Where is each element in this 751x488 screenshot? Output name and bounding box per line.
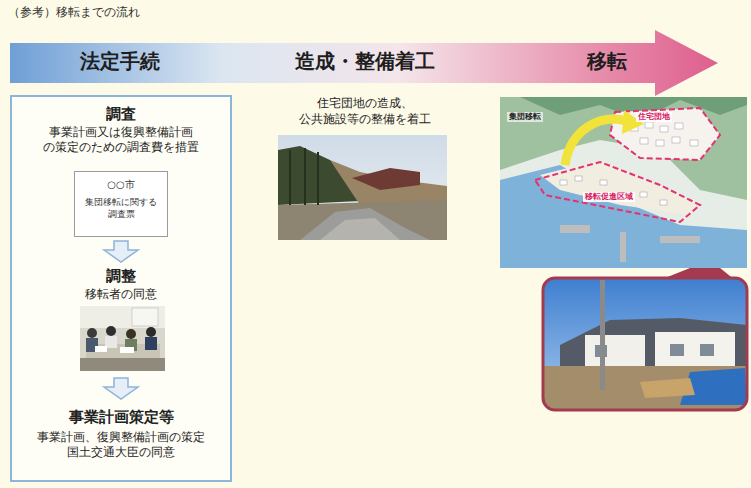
survey-form: ○○市集団移転に関する 調査票 [74,171,168,237]
procedure-panel: 調査事業計画又は復興整備計画 の策定のための調査費を措置調整移転者の同意事業計画… [10,95,232,482]
section-heading: 調整 [18,267,224,286]
section-text: 集団移転に関する 調査票 [79,196,163,220]
relocation-map [500,97,747,268]
stage-label: 移転 [587,49,627,73]
step-note: 住宅団地の造成、 公共施設等の整備を着工 [268,96,462,127]
stage-label: 法定手続 [80,49,160,73]
stage-label: 造成・整備着工 [295,49,435,73]
down-arrow [104,241,138,262]
section-text: 移転者の同意 [18,287,224,302]
map-label: 集団移転 [507,112,543,122]
section-heading: 事業計画策定等 [18,408,224,427]
construction-photo [278,135,447,240]
meeting-photo [80,306,165,371]
title-text: （参考）移転までの流れ [8,4,140,21]
map-label: 住宅団地 [636,112,672,122]
section-text: 事業計画又は復興整備計画 の策定のための調査費を措置 [18,125,224,155]
section-text: 事業計画、復興整備計画の策定 国土交通大臣の同意 [18,430,224,460]
section-text: ○○市 [79,178,163,192]
down-arrow [104,378,138,399]
section-heading: 調査 [18,105,224,124]
panel-ground [10,95,232,482]
map-label: 移転促進区域 [583,192,635,202]
flow-arrow-band: 法定手続 造成・整備着工 移転 [10,30,720,96]
houses-photo [543,278,747,410]
